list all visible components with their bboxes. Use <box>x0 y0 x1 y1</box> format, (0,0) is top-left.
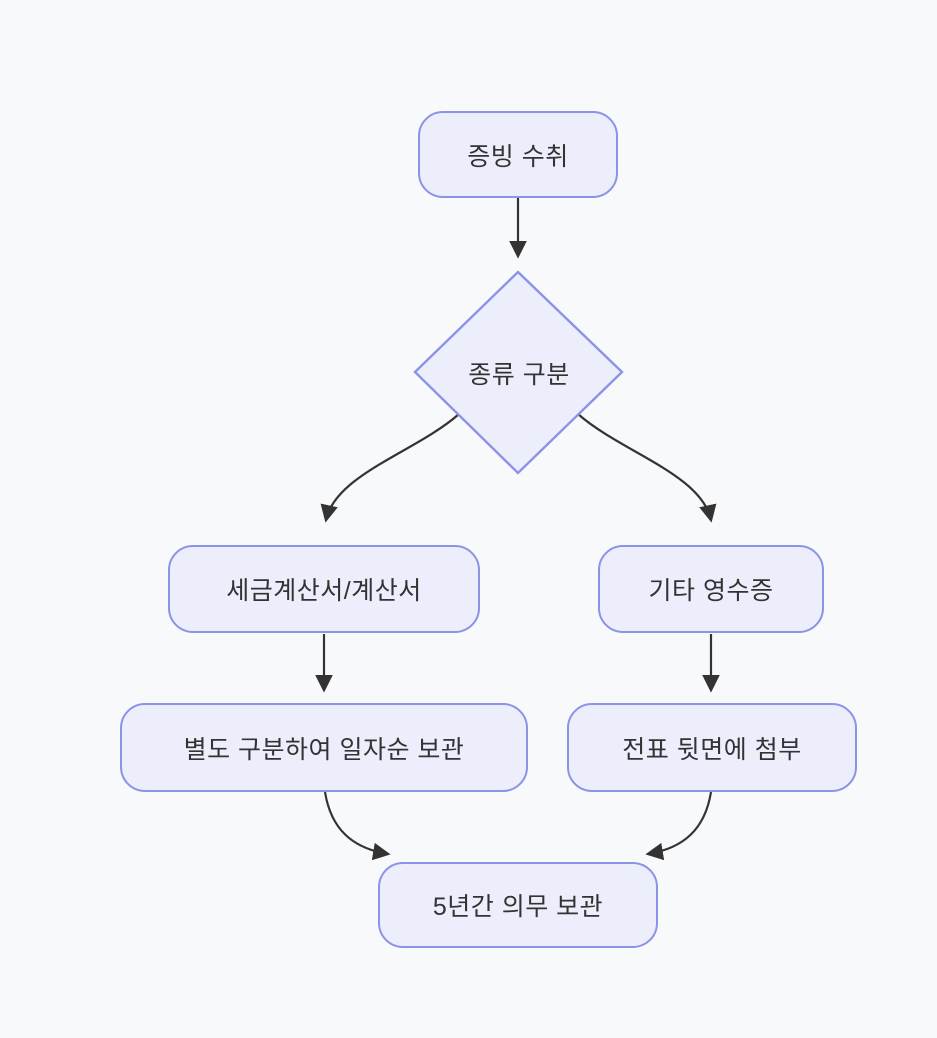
node-store-by-date: 별도 구분하여 일자순 보관 <box>120 703 528 792</box>
node-label: 종류 구분 <box>468 360 570 389</box>
edge-datestore-to-keep5y <box>323 791 391 861</box>
node-label: 별도 구분하여 일자순 보관 <box>183 735 465 764</box>
node-tax-invoice: 세금계산서/계산서 <box>168 545 480 633</box>
node-label: 전표 뒷면에 첨부 <box>622 735 802 764</box>
node-attach-to-slip: 전표 뒷면에 첨부 <box>567 703 857 792</box>
decision-diamond-shape <box>413 270 624 475</box>
node-receipt-collection: 증빙 수취 <box>418 111 618 198</box>
node-other-receipt: 기타 영수증 <box>598 545 824 633</box>
edge-attach-to-keep5y <box>645 791 713 861</box>
node-label: 5년간 의무 보관 <box>432 893 604 921</box>
node-label: 세금계산서/계산서 <box>226 577 422 605</box>
edge-decision-to-taxinvoice <box>320 413 460 523</box>
node-label: 기타 영수증 <box>648 577 774 605</box>
node-type-decision: 종류 구분 <box>415 272 623 473</box>
node-keep-5-years: 5년간 의무 보관 <box>378 862 658 948</box>
node-label: 증빙 수취 <box>467 142 569 171</box>
edge-decision-to-otherreceipt <box>577 413 717 523</box>
